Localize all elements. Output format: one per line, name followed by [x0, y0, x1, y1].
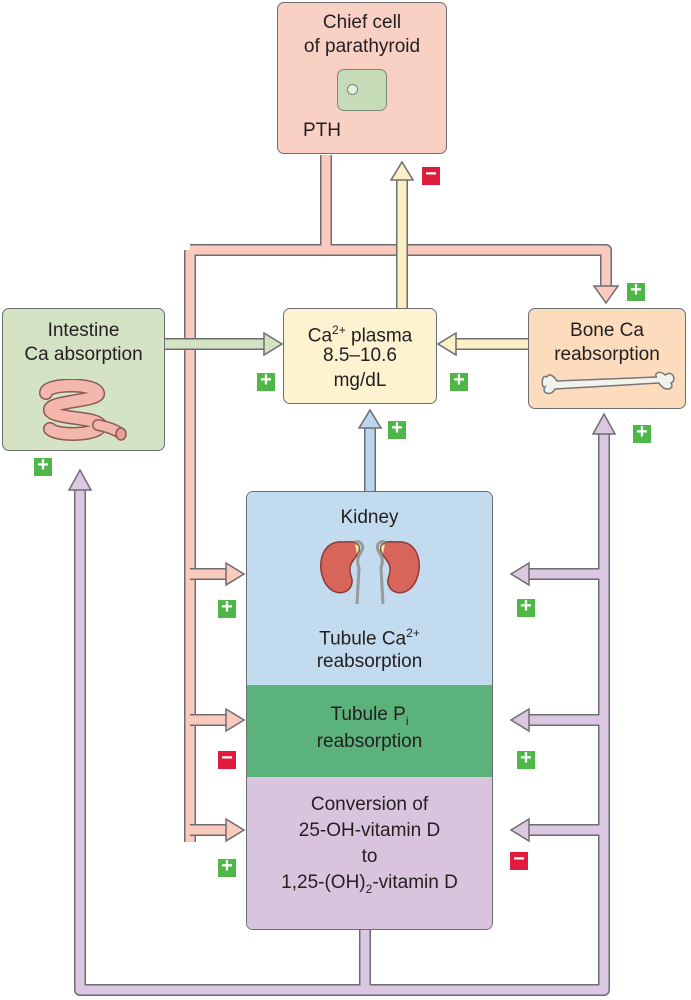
pth-label: PTH: [303, 120, 341, 141]
plus-sign-vitd-tubule-pi: +: [516, 748, 536, 770]
plasma-to-parathyroid-arrow: [389, 160, 415, 308]
conversion-line3: to: [361, 846, 378, 867]
plus-sign-intestine-vitamin-d: +: [33, 455, 53, 477]
chief-cell-icon: [337, 69, 387, 111]
tubule-calcium-label: Tubule Ca2+: [319, 626, 420, 650]
plasma-calcium-label: Ca2+ plasma: [307, 323, 413, 347]
intestine-box: Intestine Ca absorption: [2, 308, 165, 451]
plus-sign-kidney-plasma: +: [387, 418, 407, 440]
plus-sign-bone-plasma: +: [449, 370, 469, 392]
parathyroid-title-line1: Chief cell: [322, 12, 402, 33]
intestine-icon: [39, 379, 127, 441]
kidney-to-plasma-arrow: [357, 408, 383, 492]
conversion-line1: Conversion of: [310, 794, 429, 815]
bone-icon: [541, 371, 675, 395]
bone-to-plasma-arrow: [436, 331, 528, 357]
plus-sign-bone-vitamin-d: +: [632, 422, 652, 444]
plasma-calcium-units: mg/dL: [333, 370, 387, 391]
tubule-phosphate-label-line2: reabsorption: [316, 731, 423, 752]
plus-sign-vitd-tubule-ca: +: [516, 596, 536, 618]
vitamin-d-pathway: [74, 432, 610, 996]
tubule-phosphate-section: Tubule Pi reabsorption: [247, 685, 492, 777]
vitamin-d-conversion-section: Conversion of 25-OH-vitamin D to 1,25-(O…: [247, 777, 492, 929]
kidney-box: Kidney Tubule Ca2+ reabsorption Tubule P…: [246, 491, 493, 930]
parathyroid-box: Chief cell of parathyroid PTH: [277, 2, 447, 154]
plus-sign-pth-conversion: +: [217, 856, 237, 878]
plasma-calcium-box: Ca2+ plasma 8.5–10.6 mg/dL: [283, 308, 437, 404]
plus-sign-pth-tubule-ca: +: [217, 597, 237, 619]
kidney-title: Kidney: [340, 507, 399, 528]
tubule-phosphate-label: Tubule Pi: [330, 704, 409, 728]
pth-to-bone-arrow: [592, 285, 620, 305]
minus-sign-vitd-conversion: −: [509, 849, 529, 871]
plus-sign-bone-pth: +: [626, 280, 646, 302]
plus-sign-intestine-plasma: +: [256, 370, 276, 392]
vitamin-d-arrowheads: [67, 412, 617, 843]
minus-sign-pth-tubule-pi: −: [217, 748, 237, 770]
intestine-title-line1: Intestine: [47, 320, 120, 341]
bone-title-line1: Bone Ca: [570, 320, 644, 341]
tubule-calcium-section: Kidney Tubule Ca2+ reabsorption: [247, 492, 492, 685]
pth-arrowheads: [225, 561, 246, 843]
conversion-line2: 25-OH-vitamin D: [298, 820, 441, 841]
conversion-line4: 1,25-(OH)2-vitamin D: [281, 872, 458, 896]
intestine-title-line2: Ca absorption: [24, 344, 143, 365]
tubule-calcium-label-line2: reabsorption: [316, 651, 423, 672]
pth-to-kidney-arrows: [190, 568, 230, 836]
plasma-calcium-range: 8.5–10.6: [323, 345, 397, 366]
bone-title-line2: reabsorption: [554, 344, 660, 365]
minus-sign-parathyroid: −: [421, 164, 441, 186]
parathyroid-title-line2: of parathyroid: [303, 36, 421, 57]
intestine-to-plasma-arrow: [165, 331, 284, 357]
bone-box: Bone Ca reabsorption: [528, 308, 686, 409]
kidney-icon: [320, 540, 420, 605]
